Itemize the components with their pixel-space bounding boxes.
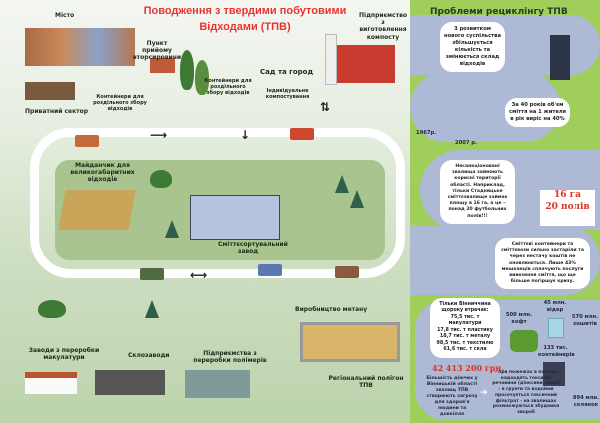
label-containers: Контейнери для роздільного збору відході… <box>204 78 252 96</box>
recycling-point-house <box>150 58 175 73</box>
sorting-plant-building <box>190 195 280 240</box>
page-title: Поводження з твердими побутовими Відхода… <box>143 5 347 33</box>
label-methane: Виробництво метану <box>295 306 368 313</box>
arrow-icon: ⟷ <box>190 268 208 282</box>
garbage-truck <box>75 135 99 147</box>
tree <box>150 170 172 188</box>
pine-tree <box>335 175 349 193</box>
glass-plant-building <box>95 370 165 395</box>
sweater-icon <box>510 330 538 352</box>
speech-bubble: Несанкціоновані звалища займають корисні… <box>440 160 515 224</box>
label-garden: Сад та город <box>260 68 314 76</box>
tree <box>195 60 209 95</box>
panel-title: Проблеми рециклінгу ТПВ <box>430 7 568 17</box>
garbage-truck <box>335 266 359 278</box>
area-value: 16 га <box>553 190 581 200</box>
fields-value: 20 полів <box>545 201 590 212</box>
label-bulky-site: Майданчик для великогабаритних відходів <box>70 162 135 184</box>
loss-item: 18,7 тис. т металу <box>439 334 491 340</box>
label-compost-plant: Підприємство з виготовлення компосту <box>359 12 407 41</box>
year-2007: 2007 р. <box>455 140 477 146</box>
label-paper-plants: Заводи з переробки макулатури <box>28 347 100 362</box>
arrow-icon: ⇅ <box>320 100 331 114</box>
silo <box>325 34 337 85</box>
item-notebooks: 570 млн. зошитів <box>571 314 599 327</box>
speech-bubble: За 40 років об'єм сміття на 1 жителя в р… <box>505 98 570 128</box>
effects-text: - при пожежах в повітря надходять токсич… <box>492 370 560 416</box>
private-houses <box>25 82 75 100</box>
paper-plant-building <box>25 372 77 394</box>
polymer-plant-building <box>185 370 250 398</box>
label-city: Місто <box>55 12 75 19</box>
label-private-sector: Приватний сектор <box>25 108 89 115</box>
loss-item: 17,8 тис. т пластику <box>437 327 493 333</box>
garbage-truck <box>258 264 282 276</box>
label-glass-plants: Склозаводи <box>128 352 170 359</box>
bucket-icon <box>548 318 564 338</box>
losses-intro: Тільки Вінниччина щороку втрачає: <box>439 302 491 314</box>
waste-flow-diagram: ⟶ ↓ ⇅ ⟷ Поводження з твердими побутовими… <box>0 0 410 423</box>
tree <box>180 50 194 90</box>
pine-tree <box>350 190 364 208</box>
road-loop <box>30 128 405 278</box>
item-sweaters: 500 млн. кофт <box>505 312 533 325</box>
container-icon <box>543 362 565 386</box>
money-value: 42 413 200 грн. <box>432 363 505 373</box>
bulky-site-ground <box>58 190 136 230</box>
loss-item: 61,6 тис. т скла <box>443 347 487 353</box>
recycling-problems-panel: Проблеми рециклінгу ТПВ З розвитком ново… <box>410 0 600 423</box>
year-1967: 1967р. <box>416 130 437 136</box>
threat-text: Більшість діючих у Вінницькій області зв… <box>426 376 478 417</box>
label-polymer-plants: Підприємства з переробки полімерів <box>193 350 267 365</box>
arrow-icon: ⟶ <box>150 128 168 142</box>
landfill <box>300 322 400 362</box>
label-landfill: Регіональний полігон ТПВ <box>328 375 404 390</box>
garbage-truck <box>140 268 164 280</box>
garbage-truck <box>290 128 314 140</box>
label-containers: Контейнери для роздільного збору відході… <box>93 94 147 112</box>
label-recycling-point: Пункт прийому вторсировини <box>132 40 182 62</box>
label-home-compost: Індивідуальне компостування <box>265 88 310 100</box>
pine-tree <box>165 220 179 238</box>
city-buildings <box>25 28 135 66</box>
arrow-icon: ➜ <box>480 388 488 398</box>
area-card: 16 га 20 полів <box>540 190 595 226</box>
losses-bubble: Тільки Вінниччина щороку втрачає: 75,5 т… <box>430 298 500 358</box>
item-glasses: 894 млн. склянок <box>572 395 600 408</box>
pine-tree <box>145 300 159 318</box>
loss-item: 98,5 тис. т текстилю <box>436 340 494 346</box>
item-buckets: 45 млн. відер <box>543 300 567 313</box>
arrow-icon: ↓ <box>240 128 251 142</box>
speech-bubble: З розвитком нового суспільства збільшуєт… <box>440 22 505 73</box>
bg-blob <box>410 15 600 75</box>
speech-bubble: Сміттєві контейнери та сміттєвози сильно… <box>495 238 590 290</box>
item-containers: 133 тис. контейнерів <box>538 345 575 358</box>
compost-barn <box>335 45 395 83</box>
tree <box>38 300 66 318</box>
loss-item: 75,5 тис. т макулатури <box>448 314 482 327</box>
label-sorting-plant: Сміттєсортувальний завод <box>218 241 288 256</box>
skyscraper-illustration <box>550 35 570 80</box>
